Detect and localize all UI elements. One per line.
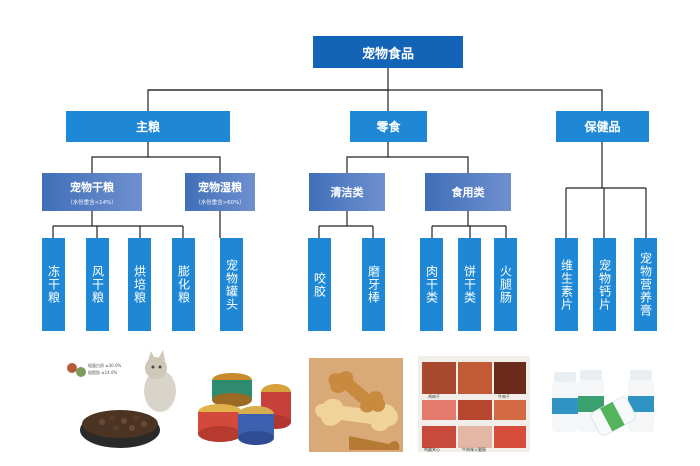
leaf-ham-sausage: 火腿肠	[494, 238, 517, 331]
category-health: 保健品	[556, 111, 649, 142]
leaf-chew: 咬胶	[308, 238, 331, 331]
jerky-chicken-label: 鸡肉干	[428, 393, 440, 399]
wet-food-title: 宠物湿粮	[198, 180, 242, 194]
photo-canned-food	[192, 368, 304, 450]
subcategory-edible: 食用类	[425, 173, 511, 211]
photo-jerky-and-sausage: 鸡肉干 牛肉干 鸡腿夹心 牛肉味火腿肠	[418, 356, 530, 452]
photo-chew-bones	[309, 358, 403, 452]
leaf-puffed-food: 膨化粮	[172, 238, 195, 331]
dry-food-title: 宠物干粮	[70, 180, 114, 194]
category-main-food: 主粮	[66, 111, 230, 142]
leaf-vitamin-tablets: 维生素片	[555, 238, 578, 331]
kibble-protein-text: 粗蛋白质 ≥30.0%	[88, 362, 122, 368]
category-snacks: 零食	[350, 111, 427, 142]
photo-cat-dry-food: 粗蛋白质 ≥30.0% 粗脂肪 ≥14.0%	[52, 348, 180, 452]
leaf-pet-nutrition-paste: 宠物营养膏	[634, 238, 657, 331]
leaf-pet-canned-food: 宠物罐头	[220, 238, 243, 331]
leaf-pet-calcium-tablets: 宠物钙片	[593, 238, 616, 331]
root-node: 宠物食品	[313, 36, 463, 68]
leaf-air-dried-food: 风干粮	[86, 238, 109, 331]
jerky-beef-label: 牛肉干	[498, 393, 510, 399]
leaf-teething-stick: 磨牙棒	[362, 238, 385, 331]
leaf-biscuits: 饼干类	[458, 238, 481, 331]
leaf-baked-food: 烘培粮	[128, 238, 151, 331]
subcategory-cleaning: 清洁类	[309, 173, 385, 211]
dry-food-note: （水份重含<14%）	[67, 199, 117, 206]
kibble-fat-text: 粗脂肪 ≥14.0%	[88, 369, 118, 375]
subcategory-dry-food: 宠物干粮 （水份重含<14%）	[42, 173, 142, 211]
leaf-jerky: 肉干类	[420, 238, 443, 331]
leaf-freeze-dried-food: 冻干粮	[42, 238, 65, 331]
photo-supplement-bottles	[546, 358, 664, 450]
jerky-chicken-leg-label: 鸡腿夹心	[424, 446, 440, 452]
wet-food-note: （水份重含>60%）	[195, 199, 245, 206]
subcategory-wet-food: 宠物湿粮 （水份重含>60%）	[185, 173, 255, 211]
jerky-beef-sausage-label: 牛肉味火腿肠	[462, 446, 486, 452]
